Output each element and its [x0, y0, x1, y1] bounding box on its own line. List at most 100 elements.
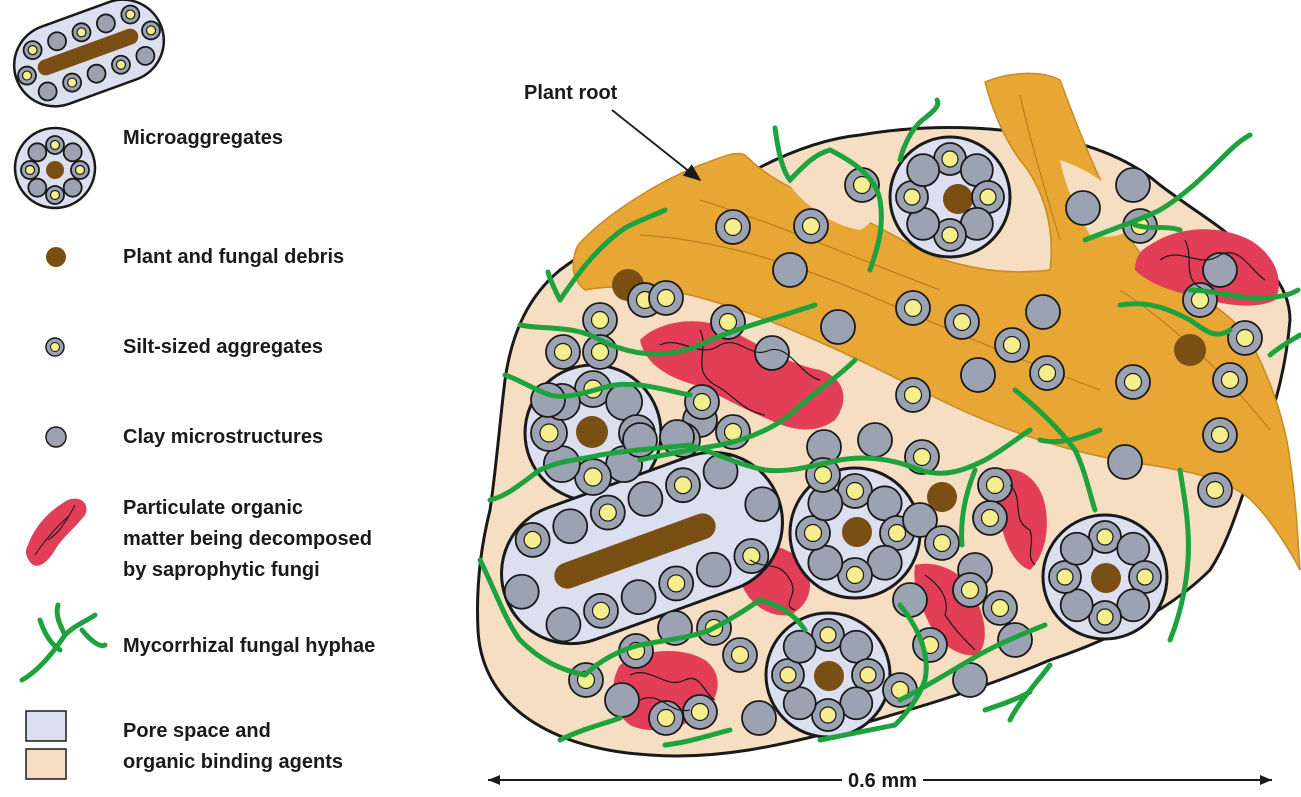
clay-microstructure — [505, 575, 539, 609]
silt-core — [987, 477, 1004, 494]
scale-label: 0.6 mm — [842, 770, 923, 793]
clay-microstructure — [136, 47, 154, 65]
silt-core — [980, 189, 996, 205]
silt-core — [905, 300, 922, 317]
legend-pore-label: Pore space and organic binding agents — [123, 716, 343, 778]
silt-core — [942, 151, 958, 167]
silt-core — [1039, 365, 1056, 382]
debris-particle — [576, 416, 608, 448]
debris-icon — [46, 247, 66, 267]
legend-clay-label: Clay microstructures — [123, 424, 323, 450]
silt-core — [674, 477, 691, 494]
silt-core — [847, 567, 864, 584]
silt-core — [26, 166, 35, 175]
legend-microaggregates-label: Microaggregates — [123, 125, 283, 151]
binding-swatch-icon — [26, 749, 66, 779]
clay-microstructure — [1066, 191, 1100, 225]
debris-particle — [814, 661, 844, 691]
clay-microstructure — [840, 631, 872, 663]
clay-microstructure — [745, 487, 779, 521]
clay-microstructure — [697, 553, 731, 587]
silt-core — [658, 290, 675, 307]
clay-microstructure — [28, 179, 46, 197]
microaggregate-icon — [3, 0, 176, 208]
silt-core — [524, 531, 541, 548]
clay-microstructure — [28, 143, 46, 161]
silt-core — [780, 667, 796, 683]
clay-microstructure — [97, 14, 115, 32]
silt-core — [77, 28, 86, 37]
silt-core — [540, 424, 558, 442]
clay-microstructure — [784, 687, 816, 719]
clay-microstructure — [858, 423, 892, 457]
plant-root-label: Plant root — [524, 82, 617, 105]
clay-microstructure — [546, 607, 580, 641]
silt-core — [820, 707, 836, 723]
silt-core — [847, 483, 864, 500]
silt-core — [992, 600, 1009, 617]
legend — [3, 0, 176, 779]
legend-debris-label: Plant and fungal debris — [123, 244, 344, 270]
clay-microstructure — [821, 310, 855, 344]
clay-microstructure — [553, 509, 587, 543]
clay-microstructure — [742, 701, 776, 735]
legend-pom-label: Particulate organic matter being decompo… — [123, 493, 372, 586]
silt-core — [889, 525, 906, 542]
legend-silt-label: Silt-sized aggregates — [123, 334, 323, 360]
clay-microstructure — [64, 143, 82, 161]
hyphae-icon — [22, 605, 105, 680]
silt-core — [982, 510, 999, 527]
scale-arrow-right — [1260, 775, 1272, 785]
silt-core — [1212, 427, 1229, 444]
silt-core — [1097, 529, 1113, 545]
clay-microstructure — [1117, 589, 1149, 621]
silt-core — [593, 602, 610, 619]
clay-microstructure — [893, 583, 927, 617]
clay-microstructure — [1108, 445, 1142, 479]
silt-core — [805, 525, 822, 542]
silt-core — [860, 667, 876, 683]
clay-microstructure — [1061, 533, 1093, 565]
silt-core — [1097, 609, 1113, 625]
clay-icon — [46, 427, 66, 447]
silt-core — [692, 704, 709, 721]
silt-core — [592, 312, 609, 329]
scale-arrow-left — [488, 775, 500, 785]
clay-microstructure — [773, 253, 807, 287]
silt-core — [599, 504, 616, 521]
silt-core — [51, 141, 60, 150]
clay-microstructure — [64, 179, 82, 197]
silt-core — [1222, 372, 1239, 389]
silt-core — [815, 467, 832, 484]
clay-microstructure — [1061, 589, 1093, 621]
silt-core — [147, 26, 156, 35]
silt-core — [1207, 482, 1224, 499]
silt-core — [905, 387, 922, 404]
silt-icon — [46, 338, 64, 356]
pore-swatch-icon — [26, 711, 66, 741]
silt-core — [68, 78, 77, 87]
silt-core — [668, 575, 685, 592]
silt-core — [116, 60, 125, 69]
silt-core — [1004, 337, 1021, 354]
legend-hyphae-label: Mycorrhizal fungal hyphae — [123, 633, 375, 659]
clay-microstructure — [628, 482, 662, 516]
silt-core — [942, 227, 958, 243]
silt-core — [820, 627, 836, 643]
debris-particle — [1091, 563, 1121, 593]
silt-core — [803, 218, 820, 235]
debris-particle — [842, 517, 872, 547]
silt-core — [22, 71, 31, 80]
clay-microstructure — [622, 580, 656, 614]
plant-root-pointer — [612, 110, 700, 180]
clay-microstructure — [784, 631, 816, 663]
silt-core — [1192, 292, 1209, 309]
silt-core — [584, 468, 602, 486]
clay-microstructure — [1117, 533, 1149, 565]
silt-core — [555, 344, 572, 361]
clay-microstructure — [48, 32, 66, 50]
clay-microstructure — [840, 687, 872, 719]
silt-core — [720, 314, 737, 331]
silt-core — [592, 344, 609, 361]
